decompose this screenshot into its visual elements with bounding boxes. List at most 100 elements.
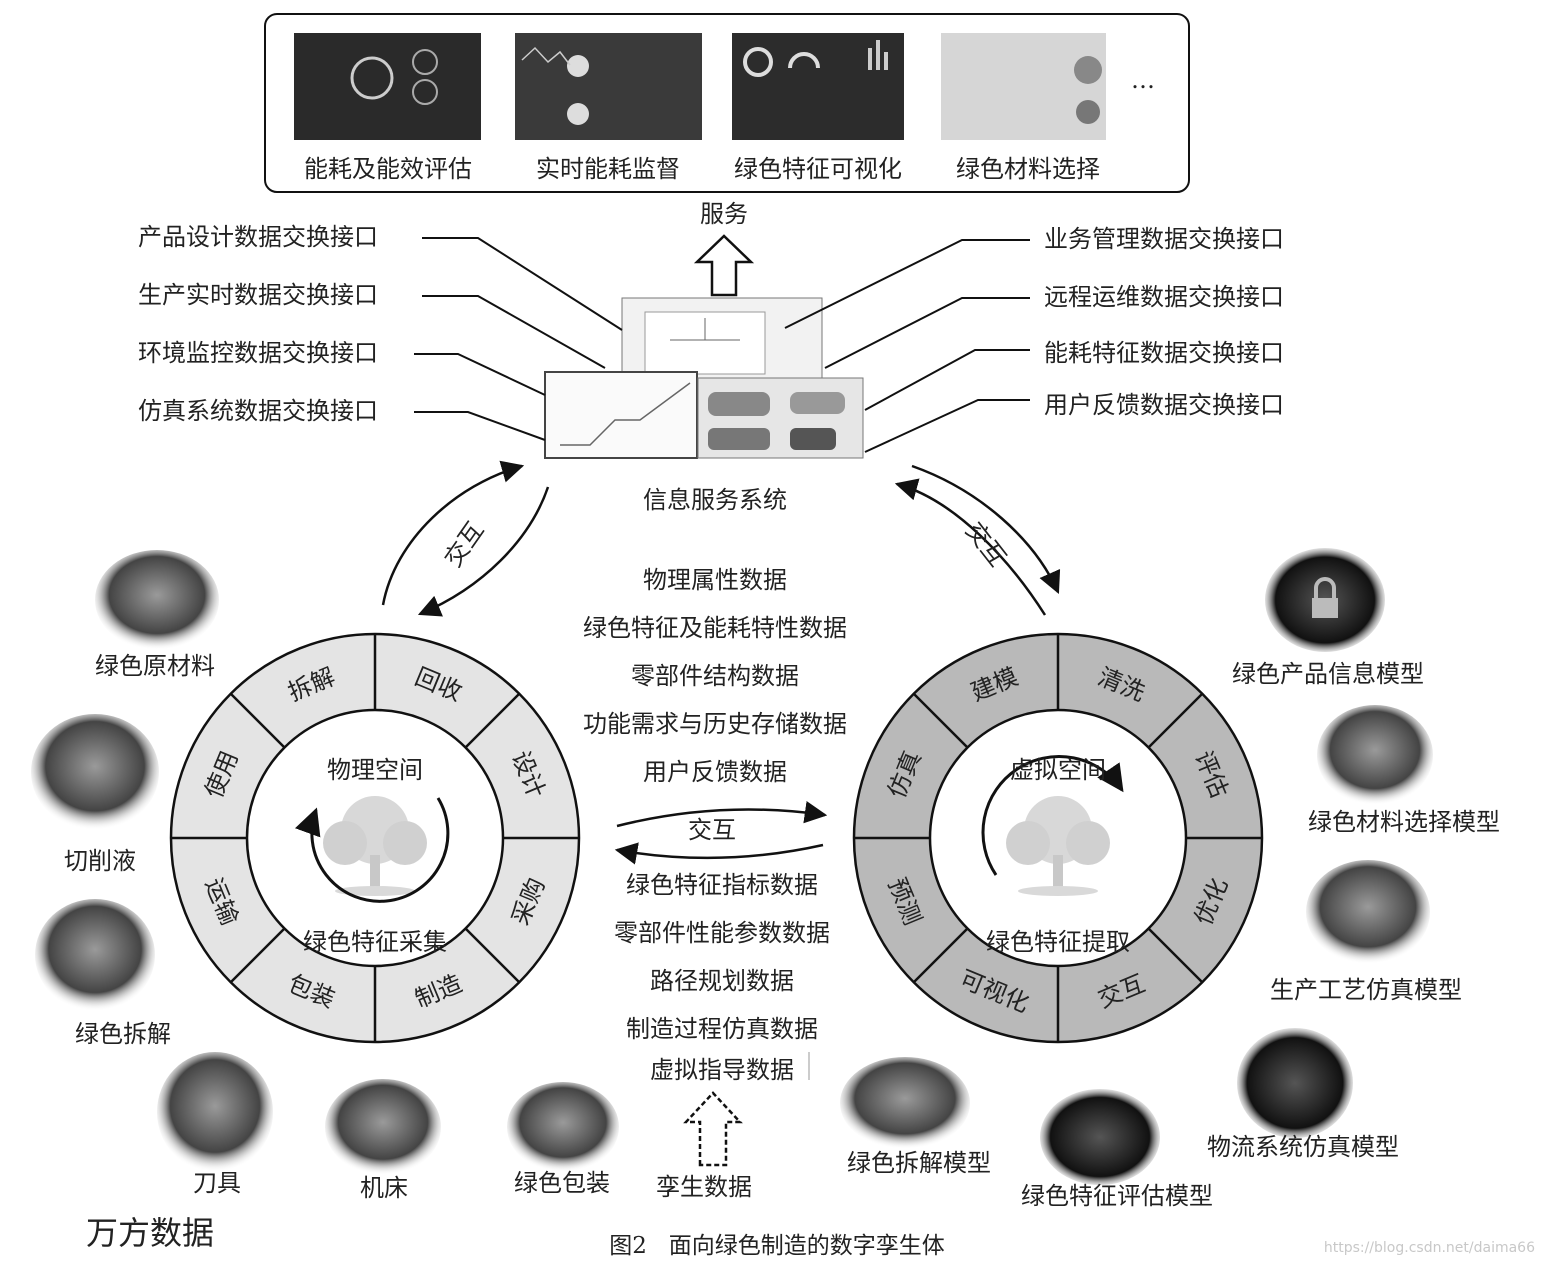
gauge-icon xyxy=(412,79,438,105)
right-item-info-model: 绿色产品信息模型 xyxy=(1232,660,1424,688)
physical-segment-divider xyxy=(464,927,521,984)
lower-data-4: 制造过程仿真数据 xyxy=(626,1015,818,1043)
interact-label-left: 交互 xyxy=(439,517,489,572)
right-leader-3 xyxy=(864,349,1030,411)
interact-arrow-right-down xyxy=(911,464,1061,595)
left-item-tool: 刀具 xyxy=(193,1169,241,1197)
disassembly-model-image xyxy=(840,1057,970,1149)
left-interface-3: 环境监控数据交换接口 xyxy=(138,339,378,367)
service-caption: 服务 xyxy=(700,200,748,228)
physical-segment-divider xyxy=(229,692,286,749)
pie-icon xyxy=(1076,100,1100,124)
service-screenshot-1 xyxy=(294,33,481,140)
interact-arrow-right xyxy=(616,801,828,828)
lock-icon xyxy=(1312,598,1338,618)
right-leader-4 xyxy=(864,399,1030,453)
car-body-icon xyxy=(790,428,836,450)
service-label-3: 绿色特征可视化 xyxy=(734,155,902,183)
right-pictures xyxy=(840,548,1433,1185)
upper-data-1: 物理属性数据 xyxy=(643,566,787,594)
figure-caption: 图2 面向绿色制造的数字孪生体 xyxy=(609,1233,945,1259)
lower-data-5: 虚拟指导数据 xyxy=(650,1056,794,1084)
tool-image xyxy=(157,1052,273,1172)
right-item-logistics-model: 物流系统仿真模型 xyxy=(1207,1133,1399,1161)
left-interface-2: 生产实时数据交换接口 xyxy=(138,281,378,309)
info-system-label: 信息服务系统 xyxy=(643,486,787,514)
right-item-evaluation-model: 绿色特征评估模型 xyxy=(1021,1182,1213,1210)
right-leader-1 xyxy=(784,239,1030,329)
service-label-1: 能耗及能效评估 xyxy=(304,155,472,183)
twin-data-label: 孪生数据 xyxy=(656,1173,752,1201)
left-leader-3 xyxy=(414,353,546,396)
interact-arrow-left xyxy=(614,842,824,865)
service-screens xyxy=(294,33,1106,140)
disassembly-image xyxy=(35,899,155,1011)
interact-label-middle: 交互 xyxy=(688,816,736,844)
interact-arrow-left-down xyxy=(417,486,550,617)
right-interface-2: 远程运维数据交换接口 xyxy=(1044,283,1284,311)
gauge-icon xyxy=(788,52,820,69)
interact-arrow-right-up xyxy=(894,478,1047,616)
car-body-icon xyxy=(790,392,845,414)
bar-icon xyxy=(884,52,888,70)
virtual-segment-divider xyxy=(1147,927,1204,984)
physical-cycle-arrow xyxy=(295,797,450,903)
right-item-material-model: 绿色材料选择模型 xyxy=(1308,808,1500,836)
gauge-icon xyxy=(412,49,438,75)
service-up-arrow xyxy=(693,234,755,297)
pie-icon xyxy=(567,55,589,77)
left-interface-4: 仿真系统数据交换接口 xyxy=(138,397,378,425)
service-screenshot-2 xyxy=(515,33,702,140)
bar-icon xyxy=(868,48,872,70)
twin-data-arrow xyxy=(683,1091,743,1167)
virtual-segment-divider xyxy=(912,927,969,984)
lower-data-3: 路径规划数据 xyxy=(650,967,794,995)
right-item-process-model: 生产工艺仿真模型 xyxy=(1270,976,1462,1004)
service-label-2: 实时能耗监督 xyxy=(536,155,680,183)
virtual-title: 虚拟空间 xyxy=(1010,756,1106,784)
physical-segment-divider xyxy=(464,692,521,749)
right-interface-1: 业务管理数据交换接口 xyxy=(1044,225,1284,253)
bar-icon xyxy=(876,40,880,70)
info-screenshot-chart xyxy=(544,371,698,459)
tree-icon xyxy=(1006,796,1110,896)
services-more: … xyxy=(1131,66,1155,94)
virtual-cycle-arrow xyxy=(981,755,1124,876)
virtual-segment-divider xyxy=(1147,692,1204,749)
line-chart-icon xyxy=(560,382,691,446)
left-item-machine: 机床 xyxy=(360,1174,408,1202)
lower-data-1: 绿色特征指标数据 xyxy=(626,871,818,899)
left-item-raw-material: 绿色原材料 xyxy=(95,652,215,680)
left-leader-2 xyxy=(422,295,606,369)
left-item-packaging: 绿色包装 xyxy=(514,1169,610,1197)
evaluation-model-image xyxy=(1040,1089,1160,1185)
left-item-cutting-fluid: 切削液 xyxy=(64,847,136,875)
physical-segment-divider xyxy=(229,927,286,984)
tree-icon xyxy=(323,796,427,896)
left-interface-1: 产品设计数据交换接口 xyxy=(138,223,378,251)
left-item-disassembly: 绿色拆解 xyxy=(75,1020,171,1048)
right-item-disassembly-model: 绿色拆解模型 xyxy=(847,1149,991,1177)
pie-icon xyxy=(1074,56,1102,84)
left-leader-1 xyxy=(422,237,623,331)
car-body-icon xyxy=(708,392,770,416)
virtual-segment-divider xyxy=(912,692,969,749)
raw-material-image xyxy=(95,550,219,650)
upper-data-5: 用户反馈数据 xyxy=(643,758,787,786)
right-leader-2 xyxy=(824,297,1030,369)
left-pictures xyxy=(31,550,619,1175)
donut-icon xyxy=(743,47,773,77)
watermark: 万方数据 xyxy=(86,1214,214,1252)
service-label-4: 绿色材料选择 xyxy=(956,155,1100,183)
info-system-screens xyxy=(544,297,864,459)
upper-data-2: 绿色特征及能耗特性数据 xyxy=(583,614,847,642)
right-interface-3: 能耗特征数据交换接口 xyxy=(1044,339,1284,367)
machine-image xyxy=(325,1079,441,1175)
upper-data-3: 零部件结构数据 xyxy=(631,662,799,690)
url-watermark: https://blog.csdn.net/daima66 xyxy=(1324,1240,1535,1256)
virtual-center-label: 绿色特征提取 xyxy=(986,928,1130,956)
upper-data-4: 功能需求与历史存储数据 xyxy=(583,710,847,738)
physical-title: 物理空间 xyxy=(327,756,423,784)
left-leader-4 xyxy=(414,411,546,441)
